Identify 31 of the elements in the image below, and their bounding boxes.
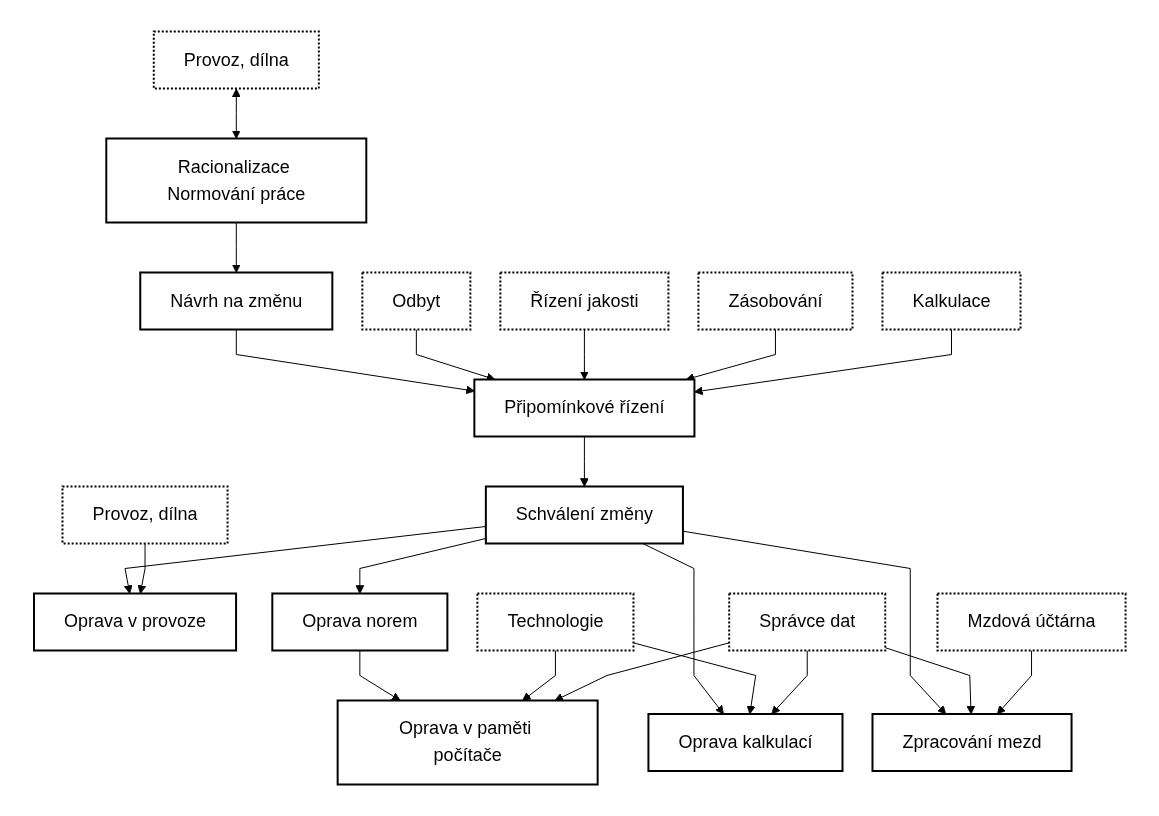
node-box: Schválení změny: [484, 485, 684, 545]
node-box: Správce dat: [727, 592, 886, 652]
arrow: [771, 650, 808, 715]
arrow: [579, 436, 589, 487]
node-box: Provoz, dílna: [152, 30, 320, 90]
node-box: Oprava v provoze: [32, 592, 237, 652]
arrow: [359, 650, 401, 701]
node-box: Odbyt: [361, 271, 472, 331]
arrow: [235, 329, 475, 395]
node-box: Zpracování mezd: [871, 713, 1073, 772]
arrow: [996, 650, 1032, 715]
node-box: Návrh na změnu: [138, 271, 334, 331]
node-box: Zásobování: [697, 271, 854, 331]
arrow: [521, 650, 556, 701]
arrow: [579, 329, 589, 380]
arrow: [231, 88, 241, 139]
node-box: Oprava v paměti počítače: [336, 699, 599, 786]
node-box: Provoz, dílna: [61, 485, 229, 545]
arrow: [685, 329, 776, 382]
node-box: Kalkulace: [881, 271, 1022, 331]
node-box: Technologie: [476, 592, 635, 652]
arrow: [137, 543, 146, 594]
arrow: [682, 530, 946, 715]
node-box: Řízení jakosti: [499, 271, 670, 331]
arrow: [884, 647, 975, 715]
node-box: Oprava norem: [271, 592, 449, 652]
arrow: [231, 222, 241, 273]
node-box: Oprava kalkulací: [647, 713, 844, 772]
node-box: Racionalizace Normování práce: [105, 137, 367, 224]
node-box: Mzdová účtárna: [936, 592, 1127, 652]
node-box: Připomínkové řízení: [473, 378, 696, 438]
